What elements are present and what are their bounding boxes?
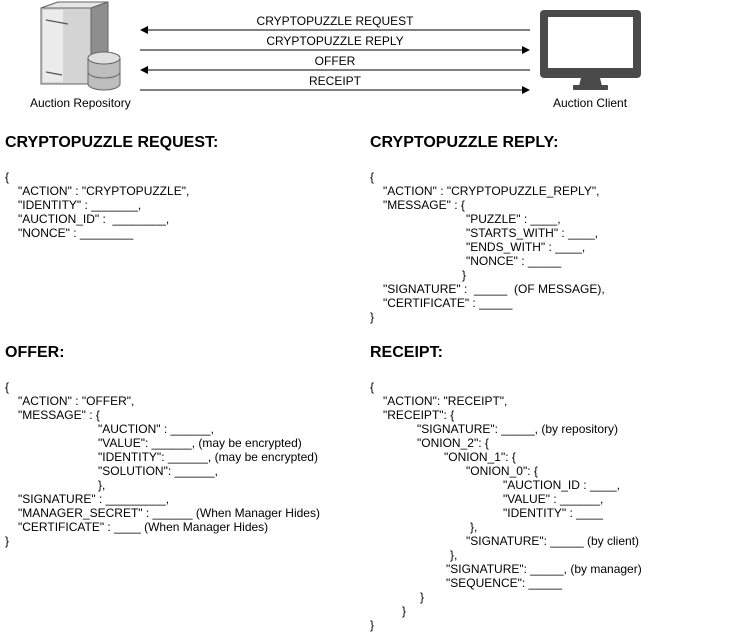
offer-line: "SOLUTION": ______, [98, 464, 218, 478]
receipt-line: "VALUE" : ______, [503, 492, 604, 506]
receipt-line: "SIGNATURE": _____, (by repository) [417, 422, 619, 436]
offer-line: { [5, 380, 10, 394]
offer-line: "VALUE": ______, (may be encrypted) [98, 436, 302, 450]
reply-line: "PUZZLE" : ____, [466, 212, 561, 226]
reply-line: "CERTIFICATE" : _____ [383, 296, 513, 310]
request-line: "ACTION" : "CRYPTOPUZZLE", [18, 184, 190, 198]
offer-title: OFFER: [5, 344, 65, 361]
receipt-line: } [402, 604, 407, 618]
receipt-line: "IDENTITY" : ____ [503, 506, 603, 520]
receipt-line: }, [450, 548, 458, 562]
offer-line: "CERTIFICATE" : ____ (When Manager Hides… [18, 520, 269, 534]
receipt-line: { [370, 380, 375, 394]
reply-line: "STARTS_WITH" : ____, [466, 226, 599, 240]
server-icon [40, 1, 121, 91]
receipt-line: "AUCTION_ID : ____, [503, 478, 620, 492]
monitor-icon [540, 10, 641, 90]
receipt-line: "RECEIPT": { [383, 408, 455, 422]
reply-title: CRYPTOPUZZLE REPLY: [370, 134, 559, 151]
offer-line: }, [98, 478, 106, 492]
receipt-line: "SEQUENCE": _____ [446, 576, 562, 590]
reply-line: "NONCE" : _____ [466, 254, 562, 268]
request-line: "IDENTITY" : _______, [18, 198, 142, 212]
offer-line: "ACTION" : "OFFER", [18, 394, 135, 408]
message-label-offer: OFFER [314, 54, 356, 68]
receipt-line: "ACTION": "RECEIPT", [383, 394, 508, 408]
offer-line: } [5, 534, 10, 548]
receipt-line: }, [470, 520, 478, 534]
offer-line: "SIGNATURE" : _________, [18, 492, 170, 506]
request-line: "NONCE" : ________ [18, 226, 134, 240]
offer-line: "IDENTITY": ______, (may be encrypted) [98, 450, 318, 464]
request-title: CRYPTOPUZZLE REQUEST: [5, 134, 219, 151]
message-label-request: CRYPTOPUZZLE REQUEST [256, 14, 414, 28]
request-line: "AUCTION_ID" : ________, [18, 212, 170, 226]
reply-line: { [370, 170, 375, 184]
offer-line: "MANAGER_SECRET" : ______ (When Manager … [18, 506, 320, 520]
reply-line: } [462, 268, 467, 282]
message-label-receipt: RECEIPT [308, 74, 361, 88]
reply-line: "MESSAGE" : { [383, 198, 465, 212]
reply-line: "ENDS_WITH" : ____, [466, 240, 586, 254]
receipt-title: RECEIPT: [370, 344, 443, 361]
reply-line: } [370, 310, 375, 324]
reply-line: "ACTION" : "CRYPTOPUZZLE_REPLY", [383, 184, 600, 198]
repository-label: Auction Repository [30, 96, 131, 110]
client-label: Auction Client [553, 96, 628, 110]
receipt-line: "ONION_1": { [444, 450, 516, 464]
reply-line: "SIGNATURE" : _____ (OF MESSAGE), [383, 282, 605, 296]
receipt-line: "SIGNATURE": _____, (by manager) [446, 562, 642, 576]
offer-line: "MESSAGE" : { [18, 408, 100, 422]
receipt-line: "ONION_0": { [466, 464, 538, 478]
receipt-line: } [370, 618, 375, 632]
request-line: { [5, 170, 10, 184]
receipt-line: "ONION_2": { [417, 436, 489, 450]
receipt-line: } [420, 590, 425, 604]
receipt-line: "SIGNATURE": _____ (by client) [466, 534, 640, 548]
message-label-reply: CRYPTOPUZZLE REPLY [266, 34, 404, 48]
offer-line: "AUCTION" : ______, [98, 422, 214, 436]
